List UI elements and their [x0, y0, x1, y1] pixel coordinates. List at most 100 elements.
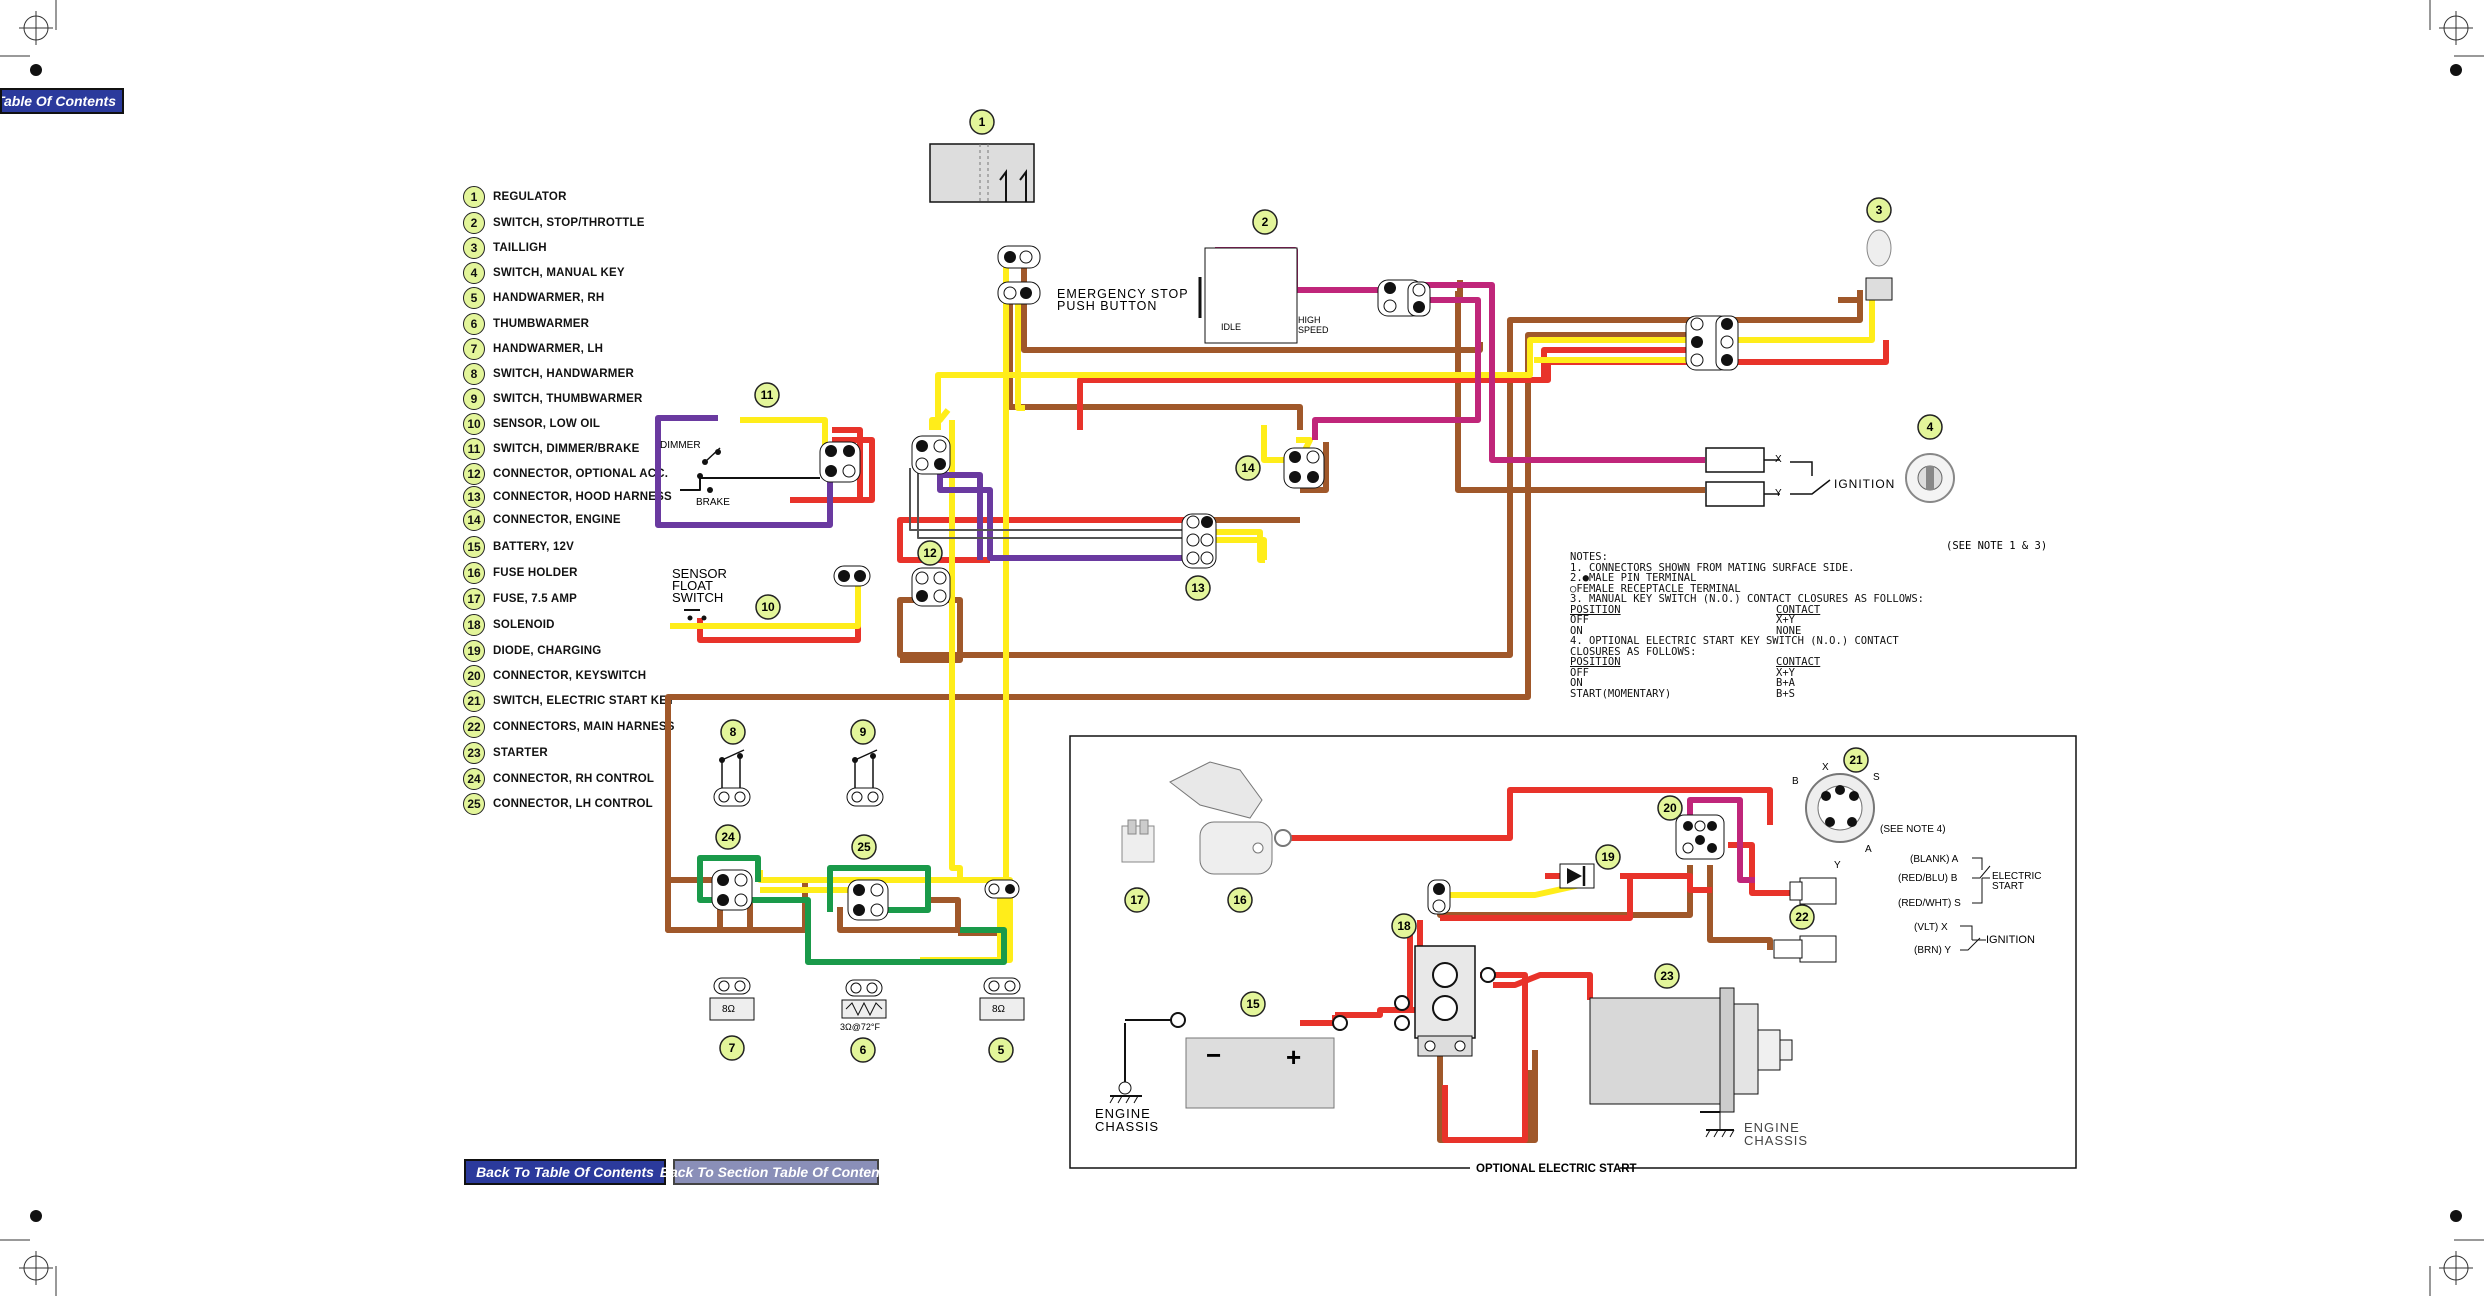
callout-bubble	[917, 540, 943, 566]
callout-15: 15	[1240, 991, 1266, 1017]
rh-control-connector	[711, 869, 753, 911]
redblu-b-label: (RED/BLU) B	[1898, 873, 1958, 884]
callout-number: 3	[1876, 203, 1883, 217]
callout-number: 17	[1130, 893, 1144, 907]
note-4-on-contact: B+A	[1776, 677, 1795, 689]
ohm-8-rh-label: 8Ω	[992, 1004, 1006, 1015]
legend-number: 24	[463, 768, 485, 790]
callout-2: 2	[1252, 209, 1278, 235]
table-of-contents-tab[interactable]: Table Of Contents	[0, 88, 124, 114]
callout-14: 14	[1235, 455, 1261, 481]
wire-red	[1300, 1015, 1338, 1026]
wire-brown	[1415, 280, 1463, 303]
engine-chassis-1b-label: CHASSIS	[1095, 1119, 1159, 1134]
note-3-off: OFF X+Y	[1570, 615, 1924, 626]
wire-brown	[1455, 291, 1705, 493]
legend-label: FUSE, 7.5 AMP	[493, 593, 577, 605]
wire-red	[1620, 873, 1712, 893]
legend-number: 9	[463, 388, 485, 410]
key-switch-schematic: (BLANK) A (RED/BLU) B (RED/WHT) S (VLT) …	[1898, 854, 2041, 956]
handwarmer-rh: 8Ω	[979, 977, 1025, 1021]
wire-yellow	[1210, 529, 1265, 563]
callout-number: 8	[730, 725, 737, 739]
wire-violet	[1215, 247, 1385, 293]
callout-bubble	[754, 382, 780, 408]
main-harness-connectors	[1773, 877, 1837, 963]
callout-number: 4	[1927, 420, 1934, 434]
wire-red	[1442, 972, 1528, 1143]
callout-bubble	[850, 719, 876, 745]
solenoid	[1394, 879, 1496, 1057]
optional-acc-connector	[911, 435, 951, 607]
legend-label: REGULATOR	[493, 191, 567, 203]
callout-bubble	[1227, 887, 1253, 913]
wire-gray	[909, 468, 1190, 531]
thumbwarmer-element: 3Ω@72°F	[840, 979, 887, 1032]
legend-number: 6	[463, 313, 485, 335]
electric-label: ELECTRIC	[1992, 871, 2041, 882]
wire-yellow	[929, 408, 951, 430]
note-4b: CLOSURES AS FOLLOWS:	[1570, 645, 1697, 658]
wire-yellow	[1440, 876, 1583, 898]
wire-brown	[837, 897, 961, 933]
legend-label: FUSE HOLDER	[493, 567, 578, 579]
note-4-contact: CONTACT	[1776, 656, 1821, 668]
callout-9: 9	[850, 719, 876, 745]
back-to-toc-button[interactable]: Back To Table Of Contents	[464, 1159, 666, 1185]
handwarmer-switch	[713, 749, 751, 807]
note-3: 3. MANUAL KEY SWITCH (N.O.) CONTACT CLOS…	[1570, 593, 1925, 605]
callout-bubble	[988, 1037, 1014, 1063]
wire-brown	[1838, 290, 1863, 303]
callout-18: 18	[1391, 913, 1417, 939]
callout-10: 10	[755, 594, 781, 620]
note-4-off: OFF X+Y	[1570, 666, 1924, 679]
callout-number: 10	[761, 600, 775, 614]
callout-3: 3	[1866, 197, 1892, 223]
callout-number: 6	[860, 1043, 867, 1057]
notes-title: NOTES:	[1570, 551, 1608, 563]
legend-label: CONNECTOR, ENGINE	[493, 514, 621, 526]
lh-control-connector	[847, 879, 889, 921]
engine-connector	[1283, 447, 1325, 489]
dimmer-label: DIMMER	[660, 440, 701, 451]
wire-purple	[655, 415, 833, 528]
battery-plus-label: +	[1286, 1042, 1301, 1072]
back-to-section-toc-button[interactable]: Back To Section Table Of Contents	[660, 1159, 892, 1185]
wire-red	[1077, 340, 1889, 430]
wire-brown	[1021, 252, 1483, 353]
wire-violet	[1700, 797, 1755, 883]
accessory-connector	[984, 879, 1020, 899]
see-note-4-label: (SEE NOTE 4)	[1880, 824, 1946, 835]
wire-brown	[1437, 1056, 1533, 1143]
electric-start-key-switch: B X S Y A (SEE NOTE 4)	[1792, 762, 1946, 871]
callout-16: 16	[1227, 887, 1253, 913]
callout-number: 7	[729, 1041, 736, 1055]
callout-19: 19	[1595, 844, 1621, 870]
start-label: START	[1992, 881, 2024, 892]
legend-number: 25	[463, 793, 485, 815]
hood-harness-connector	[1181, 513, 1217, 569]
wire-brown	[900, 597, 963, 663]
callout-number: 5	[998, 1043, 1005, 1057]
wire-brown	[720, 900, 753, 930]
wire-red	[897, 517, 1205, 563]
key-x2-label: X	[1822, 762, 1829, 773]
callout-24: 24	[715, 824, 741, 850]
callout-bubble	[1917, 414, 1943, 440]
blank-a-label: (BLANK) A	[1910, 854, 1959, 865]
wire-violet	[1415, 282, 1705, 463]
legend-number: 7	[463, 338, 485, 360]
legend-label: SWITCH, STOP/THROTTLE	[493, 217, 645, 229]
legend-number: 5	[463, 287, 485, 309]
legend-number: 8	[463, 363, 485, 385]
legend-label: CONNECTOR, LH CONTROL	[493, 798, 653, 810]
ignition-2-label: IGNITION	[1986, 934, 2035, 946]
callout-number: 1	[979, 115, 986, 129]
note-4-off-contact: X+Y	[1776, 666, 1795, 679]
